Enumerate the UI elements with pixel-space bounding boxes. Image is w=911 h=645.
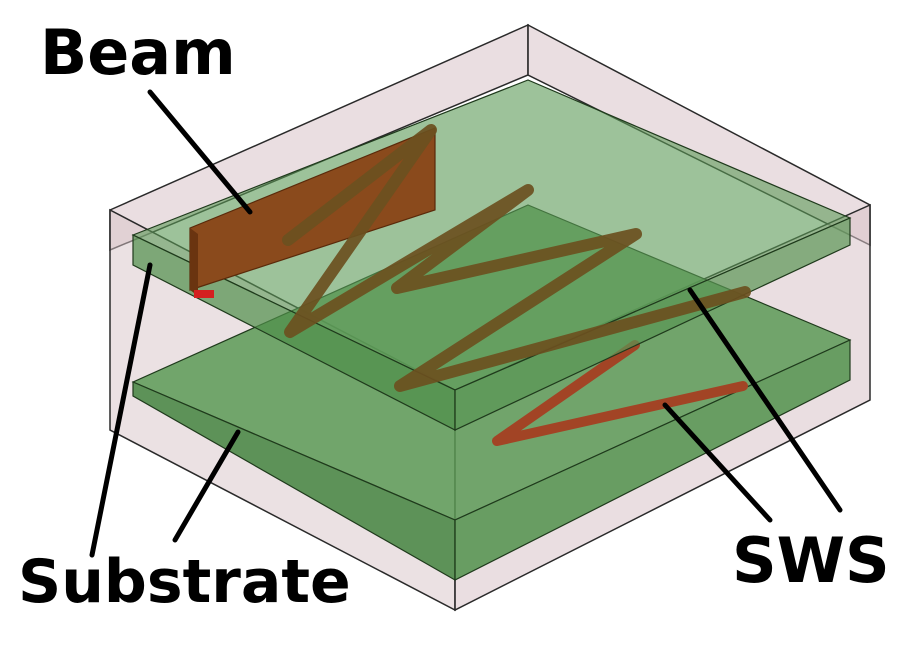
substrate-leader-line-upper	[89, 262, 153, 558]
upper-substrate-side	[454, 217, 851, 431]
substrate-label: Substrate	[18, 547, 351, 617]
beam-end	[190, 228, 198, 296]
leader-lines	[89, 89, 843, 558]
beam-label: Beam	[40, 16, 236, 89]
lower-substrate-side	[454, 339, 851, 581]
sws-lower-meander	[492, 340, 748, 446]
sws-upper-meander	[282, 124, 751, 392]
sws-leader-line-upper	[687, 287, 843, 513]
substrate-leader-line-lower	[172, 429, 241, 543]
beam-end-highlight	[194, 290, 214, 298]
sws-label: SWS	[732, 524, 890, 597]
beam-leader-line	[147, 89, 253, 215]
sws-leader-line-lower	[662, 402, 773, 523]
